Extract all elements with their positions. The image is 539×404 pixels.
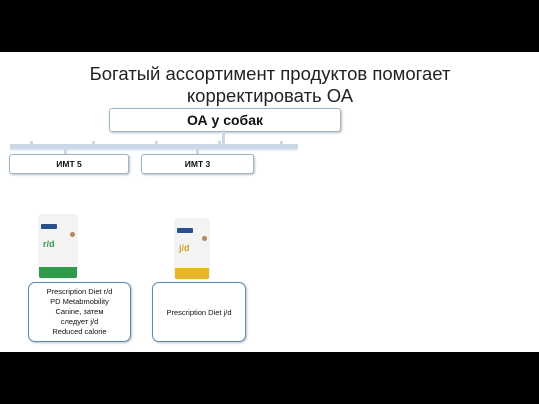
recommendation-box-bmi3: Prescription Diet j/d: [152, 282, 246, 342]
connector-tick-3: [155, 141, 158, 147]
product-package-jd: j/d: [175, 219, 209, 279]
branch-node-label: ИМТ 3: [184, 159, 211, 169]
root-node: ОА у собак: [109, 108, 341, 132]
brand-logo: [177, 228, 193, 233]
connector-horizontal-top: [10, 144, 298, 149]
connector-to-branch-2: [196, 149, 199, 154]
branch-node-label: ИМТ 5: [56, 159, 82, 169]
root-node-label: ОА у собак: [187, 112, 263, 128]
dog-icon: [202, 236, 207, 241]
recommendation-line: Canine, затем: [55, 307, 104, 316]
product-code: j/d: [179, 243, 190, 253]
dog-icon: [70, 232, 75, 237]
slide: Богатый ассортимент продуктов помогает к…: [0, 52, 539, 352]
connector-horizontal-bottom: [10, 149, 298, 151]
slide-title: Богатый ассортимент продуктов помогает к…: [89, 63, 451, 106]
recommendation-line: PD Metabmobility: [50, 297, 109, 306]
branch-node-bmi3: ИМТ 3: [141, 154, 254, 174]
connector-tick-1: [30, 141, 33, 147]
recommendation-line: следует j/d: [60, 317, 99, 326]
branch-node-bmi5: ИМТ 5: [9, 154, 129, 174]
product-code: r/d: [43, 239, 55, 249]
recommendation-box-bmi5: Prescription Diet r/d PD Metabmobility C…: [28, 282, 131, 342]
connector-stem-root: [222, 130, 225, 145]
connector-tick-2: [92, 141, 95, 147]
connector-tick-5: [280, 141, 283, 147]
recommendation-text: Prescription Diet r/d PD Metabmobility C…: [47, 287, 113, 337]
package-color-band: [175, 268, 209, 279]
product-package-rd: r/d: [39, 215, 77, 278]
recommendation-line: Prescription Diet r/d: [46, 287, 113, 296]
package-color-band: [39, 267, 77, 278]
brand-logo: [41, 224, 57, 229]
recommendation-line: Prescription Diet j/d: [166, 307, 232, 317]
recommendation-line: Reduced calorie: [52, 327, 107, 336]
connector-tick-4: [218, 141, 221, 147]
connector-to-branch-1: [64, 149, 67, 154]
